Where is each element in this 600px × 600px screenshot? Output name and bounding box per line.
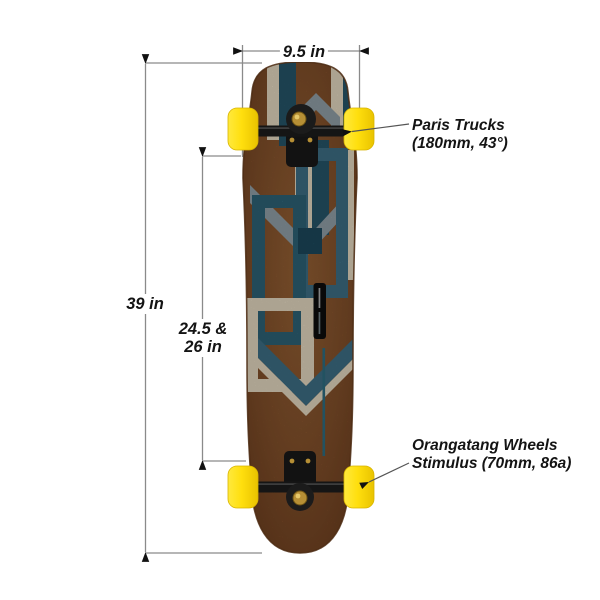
kingpin-nut [291, 111, 307, 127]
dimension-wheelbase [198, 147, 246, 470]
callout-leaders [342, 123, 410, 490]
rear-right-wheel [343, 465, 375, 509]
mounting-bolt [289, 458, 295, 464]
mounting-bolt [289, 137, 295, 143]
kingpin-highlight [294, 114, 300, 120]
trucks-leader-line [342, 123, 410, 137]
wheels-spec: Stimulus (70mm, 86a) [412, 455, 572, 473]
kingpin-nut [292, 490, 308, 506]
wheels-name: Orangatang Wheels [412, 437, 558, 454]
trucks-spec: (180mm, 43°) [412, 135, 508, 153]
length-dimension-label: 39 in [123, 294, 167, 315]
front-left-wheel [227, 107, 259, 151]
front-truck [240, 104, 362, 167]
trucks-callout-label: Paris Trucks (180mm, 43°) [412, 117, 508, 154]
kingpin-highlight [295, 493, 301, 499]
wheelbase-dimension-label: 24.5 & 26 in [175, 319, 231, 358]
deck-edge [242, 61, 358, 554]
rear-truck [240, 451, 362, 511]
mounting-bolt [307, 137, 313, 143]
wheelbase-line-2: 26 in [184, 338, 222, 357]
wheels-callout-label: Orangatang Wheels Stimulus (70mm, 86a) [412, 437, 571, 474]
trucks-name: Paris Trucks [412, 117, 505, 134]
rear-left-wheel [227, 465, 259, 509]
longboard [227, 61, 375, 554]
mounting-bolt [305, 458, 311, 464]
width-dimension-label: 9.5 in [279, 42, 329, 63]
wheels-leader-line [359, 462, 410, 490]
wheelbase-line-1: 24.5 & [178, 320, 228, 338]
